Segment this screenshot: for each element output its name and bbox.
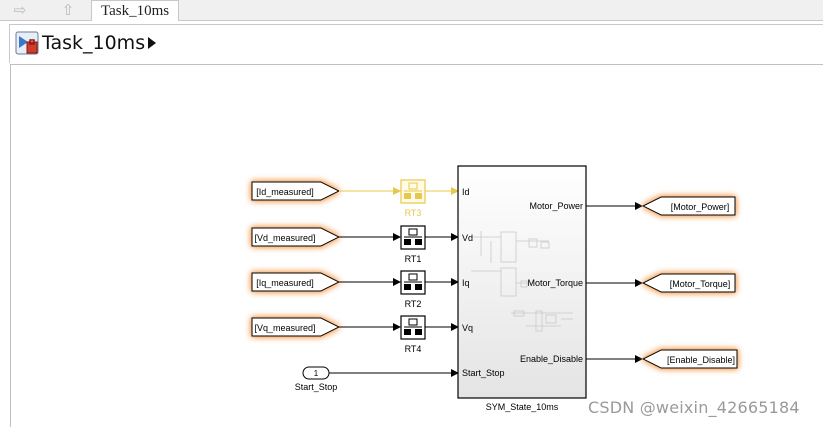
subsystem-name-label: SYM_State_10ms — [486, 402, 559, 412]
subsystem-output-port-label: Motor_Power — [529, 201, 583, 211]
from-block-label: [Vd_measured] — [254, 233, 315, 243]
inport-start-stop[interactable]: 1 Start_Stop — [295, 366, 338, 392]
subsystem-input-port-label: Iq — [462, 278, 470, 288]
rate-transition-rt2[interactable]: RT2 — [400, 270, 426, 309]
subsystem-output-port-label: Motor_Torque — [527, 278, 583, 288]
goto-block-enable-disable[interactable]: [Enable_Disable] — [641, 349, 738, 369]
goto-block-label: [Motor_Power] — [671, 202, 730, 212]
rate-transition-label: RT3 — [405, 208, 422, 218]
rate-transition-label: RT2 — [405, 299, 422, 309]
inport-label: Start_Stop — [295, 382, 338, 392]
from-block-iq-measured[interactable]: [Iq_measured] — [251, 272, 341, 292]
subsystem-input-port-label: Vd — [462, 233, 473, 243]
from-block-vq-measured[interactable]: [Vq_measured] — [251, 317, 341, 337]
goto-block-label: [Motor_Torque] — [670, 279, 731, 289]
block-diagram: [Id_measured] [Vd_measured] [Iq_measured… — [251, 165, 738, 412]
inport-number: 1 — [314, 369, 319, 378]
subsystem-preview-icon — [471, 231, 573, 332]
subsystem-model-icon — [15, 31, 39, 55]
rate-transition-label: RT4 — [405, 344, 422, 354]
tab-task-10ms[interactable]: Task_10ms — [91, 0, 180, 21]
subsystem-input-port-label: Start_Stop — [462, 368, 505, 378]
goto-block-motor-torque[interactable]: [Motor_Torque] — [641, 273, 736, 293]
breadcrumb-label[interactable]: Task_10ms — [42, 32, 146, 54]
model-canvas[interactable]: [Id_measured] [Vd_measured] [Iq_measured… — [10, 64, 823, 427]
subsystem-input-port-label: Vq — [462, 323, 473, 333]
breadcrumb-expand-arrow-icon[interactable] — [147, 36, 157, 50]
back-arrow-icon[interactable]: ⇨ — [13, 1, 27, 19]
goto-block-motor-power[interactable]: [Motor_Power] — [641, 196, 736, 216]
from-block-id-measured[interactable]: [Id_measured] — [251, 181, 341, 201]
from-block-label: [Vq_measured] — [254, 323, 315, 333]
goto-block-label: [Enable_Disable] — [667, 355, 735, 365]
subsystem-sym-state-10ms[interactable]: Id Vd Iq Vq Start_Stop Motor_Power Motor… — [457, 165, 587, 412]
rate-transition-rt3[interactable]: RT3 — [400, 179, 426, 218]
tab-bar: ⇨ ⇧ Task_10ms — [0, 0, 823, 21]
rate-transition-rt4[interactable]: RT4 — [400, 315, 426, 354]
breadcrumb: Task_10ms — [9, 24, 823, 63]
watermark: CSDN @weixin_42665184 — [588, 398, 800, 417]
up-arrow-icon[interactable]: ⇧ — [61, 1, 75, 19]
subsystem-output-port-label: Enable_Disable — [520, 354, 583, 364]
subsystem-input-port-label: Id — [462, 187, 470, 197]
from-block-label: [Iq_measured] — [256, 278, 314, 288]
rate-transition-rt1[interactable]: RT1 — [400, 225, 426, 264]
from-block-vd-measured[interactable]: [Vd_measured] — [251, 227, 341, 247]
rate-transition-label: RT1 — [405, 254, 422, 264]
from-block-label: [Id_measured] — [256, 187, 314, 197]
